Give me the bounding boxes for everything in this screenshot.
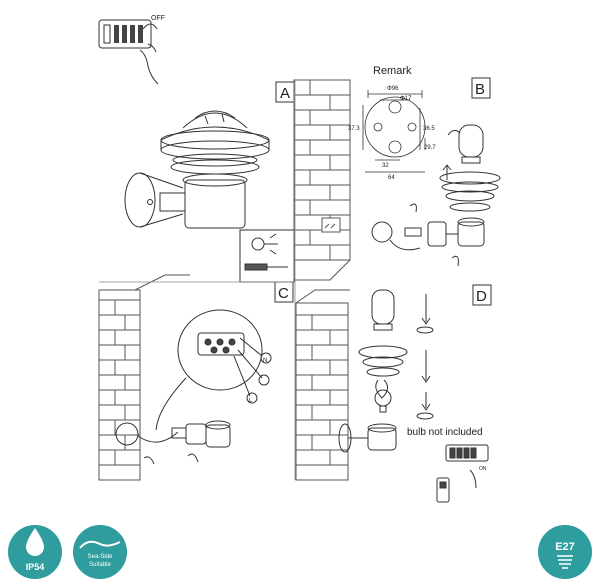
seaside-badge: Sea-Side Suitable — [73, 525, 127, 579]
panel-a-label: A — [280, 85, 290, 102]
ip54-text: IP54 — [26, 562, 45, 572]
panel-b-exploded — [371, 124, 501, 267]
panel-b-label: B — [475, 81, 485, 98]
dim-bottom2: 64 — [388, 175, 395, 181]
dim-right: 36.5 — [423, 126, 435, 132]
brick-wall-ab — [293, 79, 351, 281]
panel-a — [124, 110, 270, 229]
brick-wall-d — [295, 289, 350, 481]
remark-drawing — [362, 90, 426, 173]
wire-neutral-label: N — [263, 358, 267, 364]
seaside-line2: Suitable — [89, 562, 111, 568]
dim-small: 29.7 — [424, 145, 436, 151]
dim-left: 37.3 — [348, 126, 360, 132]
ip54-badge: IP54 — [8, 525, 62, 579]
panel-c-label: C — [278, 285, 289, 302]
e27-text: E27 — [555, 541, 575, 553]
wire-live-label: L — [249, 398, 253, 404]
panel-dividers — [99, 80, 296, 480]
power-switch-off — [98, 19, 159, 85]
switch-on-label: ON — [479, 466, 487, 472]
remark-title: Remark — [373, 65, 412, 77]
switch-off-label: OFF — [151, 15, 165, 22]
panel-d-label: D — [476, 288, 487, 305]
dim-inner: Φ17 — [400, 96, 412, 102]
panel-c-wiring — [115, 309, 272, 465]
bulb-note: bulb not included — [407, 427, 483, 438]
tools-box — [239, 229, 295, 283]
dim-bottom1: 32 — [382, 163, 389, 169]
seaside-line1: Sea-Side — [88, 554, 113, 560]
panel-d-assembly — [338, 289, 489, 503]
e27-badge: E27 — [538, 525, 592, 579]
dim-outer: Φ96 — [387, 86, 399, 92]
brick-wall-c — [98, 274, 190, 481]
